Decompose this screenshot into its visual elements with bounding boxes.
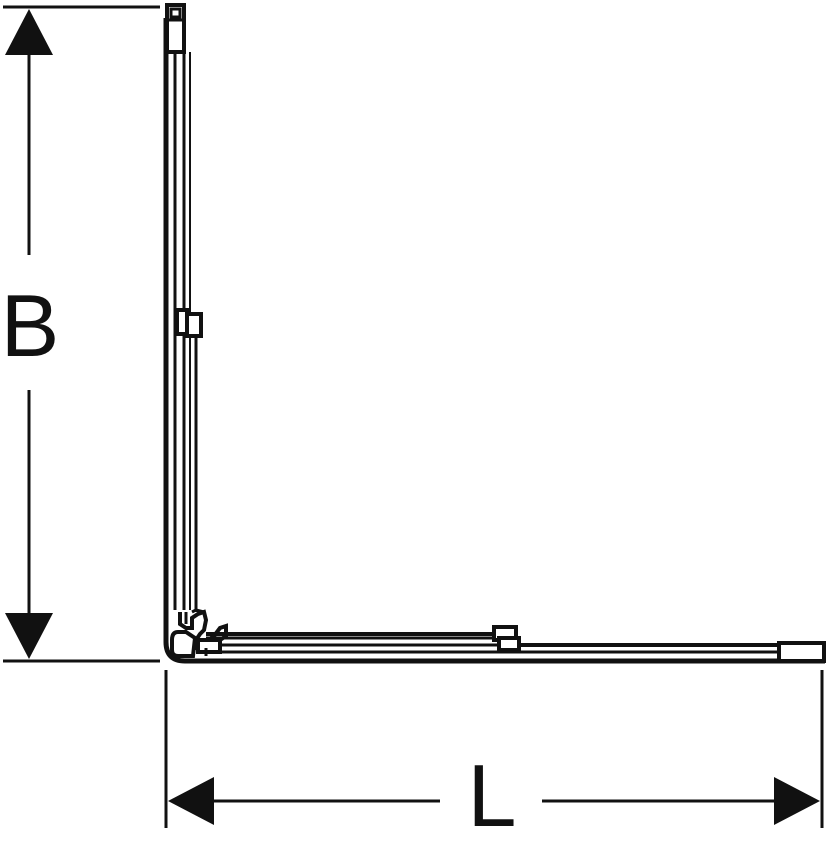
vertical-side-panel — [163, 18, 825, 664]
horizontal-mid-clip — [492, 625, 521, 652]
enclosure-diagram — [3, 3, 826, 828]
vertical-mid-clip — [175, 308, 203, 338]
dimension-label-b: B — [0, 276, 60, 375]
arrow-down-icon — [5, 613, 53, 659]
corner-joint — [170, 608, 228, 658]
top-end-cap — [165, 3, 186, 54]
right-end-cap — [777, 641, 826, 663]
dimension-b — [3, 5, 160, 663]
arrow-up-icon — [5, 9, 53, 55]
dimension-l — [164, 670, 824, 828]
arrow-left-icon — [168, 777, 214, 825]
arrow-right-icon — [774, 777, 820, 825]
dimension-label-l: L — [452, 752, 532, 840]
